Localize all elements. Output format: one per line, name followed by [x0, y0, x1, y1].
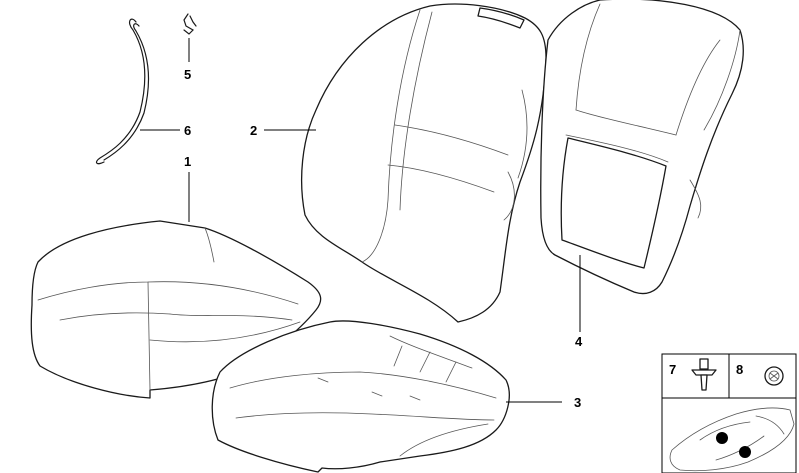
callout-2: 2 — [250, 123, 257, 138]
backrest-part-2[interactable] — [301, 3, 547, 323]
callout-4: 4 — [575, 334, 583, 349]
seat-location-dot-rear — [739, 446, 751, 458]
clip-part-5[interactable] — [183, 13, 197, 35]
leader-lines — [140, 38, 581, 403]
wire-part-6[interactable] — [95, 18, 149, 165]
round-clip-part-8[interactable] — [764, 366, 784, 386]
callout-7: 7 — [669, 362, 676, 377]
backrest-cover-part-4[interactable] — [540, 0, 744, 295]
seat-frame-part-3[interactable] — [211, 320, 510, 473]
small-parts-inset — [661, 353, 797, 473]
push-clip-part-7[interactable] — [691, 358, 717, 391]
seat-location-dot-front — [716, 432, 728, 444]
callout-8: 8 — [736, 362, 743, 377]
callout-6: 6 — [184, 123, 191, 138]
vehicle-location-icon — [669, 407, 795, 472]
callout-1: 1 — [184, 154, 191, 169]
callout-5: 5 — [184, 67, 191, 82]
callout-3: 3 — [574, 395, 581, 410]
